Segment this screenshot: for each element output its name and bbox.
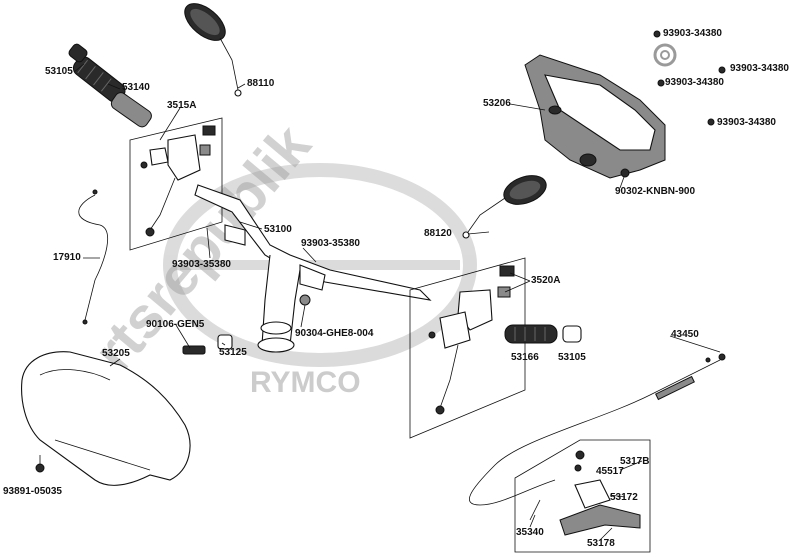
label-93903-35380-mid: 93903-35380: [301, 238, 360, 249]
front-cover-part: [21, 351, 191, 486]
collar-53125: [217, 334, 233, 350]
nut-90304: [299, 294, 311, 306]
label-93903-35380-left: 93903-35380: [172, 259, 231, 270]
switch-left-frame: [129, 117, 223, 251]
right-mirror-part: [462, 175, 547, 239]
label-93903-34380-b: 93903-34380: [730, 63, 789, 74]
screw-a: [653, 30, 661, 38]
screw-c: [657, 79, 665, 87]
label-53105-right: 53105: [558, 352, 586, 363]
label-43450: 43450: [671, 329, 699, 340]
label-3515A: 3515A: [167, 100, 197, 111]
watermark-brand: RYMCO: [250, 366, 361, 399]
label-88110: 88110: [247, 78, 275, 89]
screw-93891: [35, 463, 45, 473]
leader-lines: [39, 63, 721, 541]
cable-adjuster: [655, 375, 695, 401]
label-53140: 53140: [122, 82, 150, 93]
label-17910: 17910: [53, 252, 81, 263]
label-5317B: 5317B: [620, 456, 650, 467]
label-53100: 53100: [264, 224, 292, 235]
brake-lever-frame: [514, 439, 651, 553]
label-90304-ghe8-004: 90304-GHE8-004: [295, 328, 374, 339]
brake-lever-part: [529, 450, 641, 536]
label-53172: 53172: [610, 492, 638, 503]
brake-cable: [469, 359, 721, 506]
bar-end-weight-left: [68, 43, 88, 63]
label-90106-gen5: 90106-GEN5: [146, 319, 205, 330]
bolt-90302: [620, 168, 630, 178]
label-88120: 88120: [424, 228, 452, 239]
switch-right-frame: [409, 257, 526, 439]
label-53166: 53166: [511, 352, 539, 363]
screw-d: [707, 118, 715, 126]
screw-b: [718, 66, 726, 74]
label-53205: 53205: [102, 348, 130, 359]
left-switch-part: [140, 125, 216, 237]
label-90302-knbn-900: 90302-KNBN-900: [615, 186, 696, 197]
label-35340: 35340: [516, 527, 544, 538]
right-switch-part: [428, 265, 515, 415]
label-53125: 53125: [219, 347, 247, 358]
gear-icon: [653, 43, 677, 67]
bolt-90106: [182, 345, 206, 355]
label-93903-34380-d: 93903-34380: [717, 117, 776, 128]
label-53206: 53206: [483, 98, 511, 109]
throttle-grip-part: [110, 92, 152, 128]
label-93903-34380-c: 93903-34380: [665, 77, 724, 88]
label-93903-34380-a: 93903-34380: [663, 28, 722, 39]
watermark-ring: [163, 163, 477, 367]
handlebar-part: [194, 184, 432, 353]
rear-cover-part: [524, 54, 666, 179]
bar-end-weight-right: [562, 325, 582, 343]
label-93891-05035: 93891-05035: [3, 486, 62, 497]
label-53105-left: 53105: [45, 66, 73, 77]
right-grip-part: [504, 324, 558, 344]
label-53178: 53178: [587, 538, 615, 549]
left-mirror-part: [184, 3, 242, 97]
label-3520A: 3520A: [531, 275, 561, 286]
cable-17910: [78, 194, 108, 321]
label-45517: 45517: [596, 466, 624, 477]
